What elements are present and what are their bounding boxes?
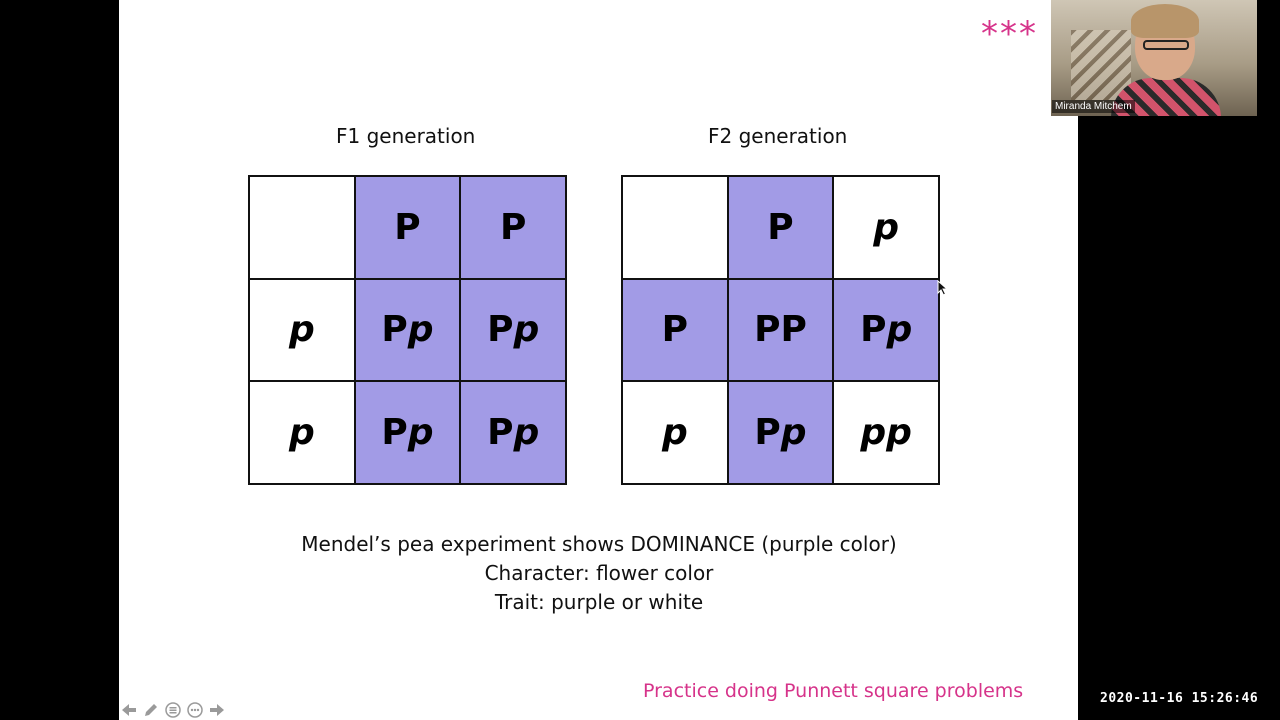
arrow-left-icon[interactable] [120, 701, 138, 719]
f1-generation-title: F1 generation [336, 124, 476, 148]
recording-timestamp: 2020-11-16 15:26:46 [1100, 691, 1259, 706]
practice-link-text: Practice doing Punnett square problems [643, 680, 1024, 702]
f2-punnett-cell: P [727, 176, 834, 279]
f2-punnett-cell: P [622, 278, 728, 382]
f2-punnett-cell: p [622, 381, 728, 484]
f2-punnett-cell [622, 176, 728, 279]
webcam-video-tile[interactable]: Miranda Mitchem [1051, 0, 1257, 116]
f1-punnett-cell [249, 176, 355, 279]
f1-punnett-cell: P [460, 176, 566, 279]
webcam-background [1071, 30, 1131, 100]
f1-punnett-cell: p [249, 278, 355, 382]
pen-icon[interactable] [142, 701, 160, 719]
f1-punnett-cell: p [249, 381, 355, 484]
webcam-person-hair [1131, 4, 1199, 38]
arrow-right-icon[interactable] [208, 701, 226, 719]
caption-line-character: Character: flower color [484, 561, 714, 585]
decorative-asterisks: *** [981, 14, 1038, 54]
more-icon[interactable] [186, 701, 204, 719]
f2-generation-title: F2 generation [708, 124, 848, 148]
f2-punnett-cell: p [833, 176, 939, 279]
f1-punnett-cell: P [354, 176, 461, 279]
slides-icon[interactable] [164, 701, 182, 719]
participant-name-label: Miranda Mitchem [1052, 100, 1135, 113]
slide-nav-toolbar [120, 700, 226, 720]
caption-line-dominance: Mendel’s pea experiment shows DOMINANCE … [301, 532, 897, 556]
caption-line-trait: Trait: purple or white [494, 590, 704, 614]
slide-caption: Mendel’s pea experiment shows DOMINANCE … [119, 530, 1079, 617]
webcam-person-glasses [1143, 40, 1189, 50]
